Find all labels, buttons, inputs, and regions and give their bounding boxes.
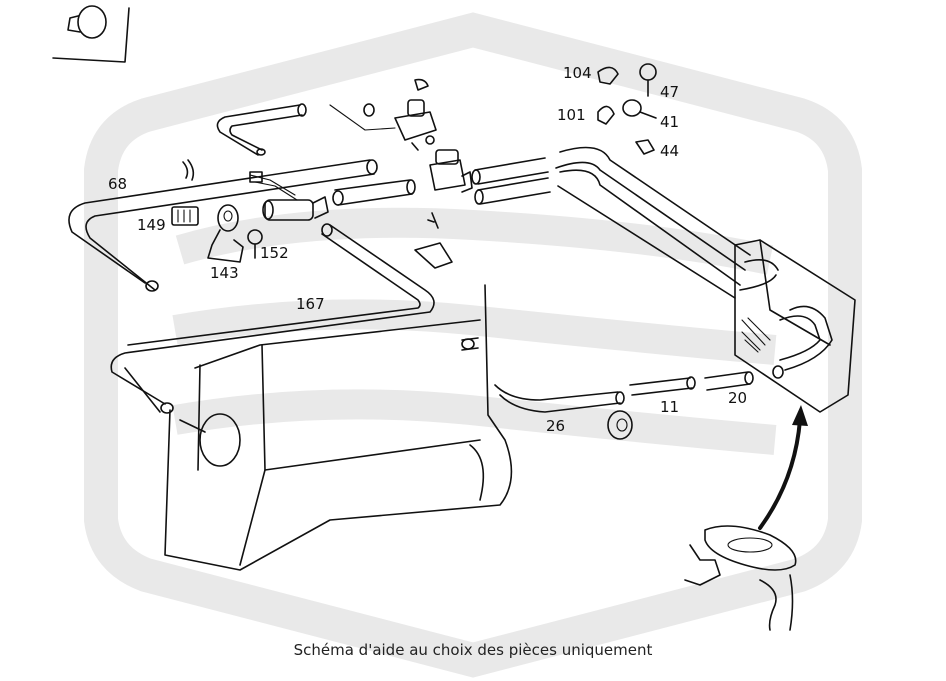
- label-11: 11: [660, 398, 679, 416]
- label-149: 149: [137, 216, 166, 234]
- label-20: 20: [728, 389, 747, 407]
- control-valve-arrow: [684, 405, 808, 631]
- parts-149-143-152: [171, 204, 263, 263]
- engine-block: [164, 284, 513, 571]
- label-44: 44: [660, 142, 679, 160]
- label-104: 104: [563, 64, 592, 82]
- hose-68: [68, 159, 378, 292]
- hose-167: [110, 223, 435, 414]
- hose-upper-small: [216, 103, 307, 156]
- heater-core: [734, 239, 856, 413]
- label-26: 26: [546, 417, 565, 435]
- hose-pair-right: [471, 146, 779, 299]
- clips-group: [597, 63, 657, 155]
- lower-hoses: [494, 371, 754, 440]
- watermark-logo: [84, 12, 862, 678]
- valve-block-middle: [182, 135, 473, 269]
- label-101: 101: [557, 106, 586, 124]
- valve-block-upper: [329, 78, 437, 151]
- label-152: 152: [260, 244, 289, 262]
- diagram-caption: Schéma d'aide au choix des pièces unique…: [293, 641, 653, 659]
- part-labels: 104 47 101 41 44 68 149 152 143 167 11 2…: [108, 64, 747, 435]
- label-41: 41: [660, 113, 679, 131]
- label-47: 47: [660, 83, 679, 101]
- label-68: 68: [108, 175, 127, 193]
- valve-assembly: [249, 171, 416, 221]
- corner-detail: [52, 5, 130, 63]
- label-143: 143: [210, 264, 239, 282]
- label-167: 167: [296, 295, 325, 313]
